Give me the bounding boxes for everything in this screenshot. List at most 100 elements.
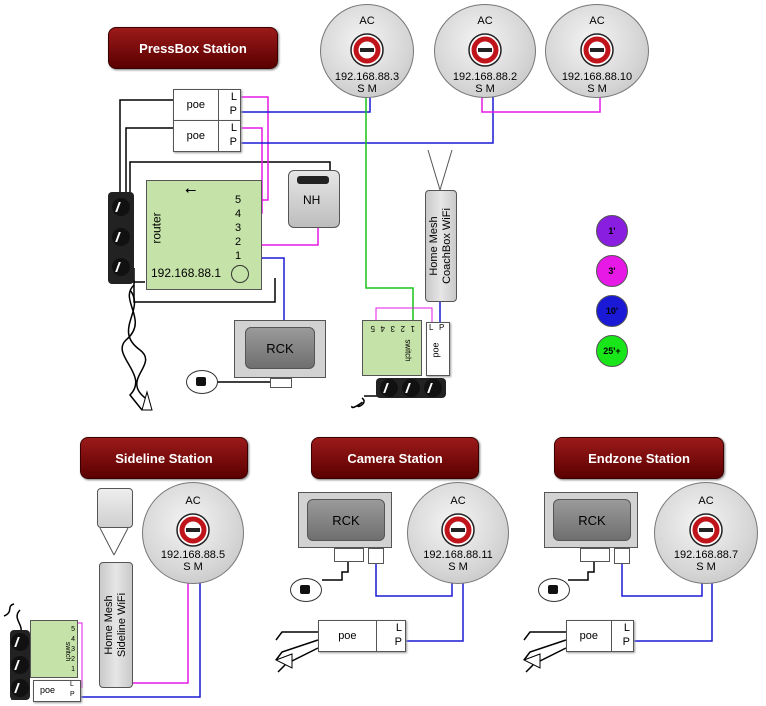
ac-ip: 192.168.88.2	[452, 71, 518, 83]
ac-label: AC	[450, 495, 466, 507]
ac-ip: 192.168.88.7	[673, 549, 739, 561]
camera-station-title: Camera Station	[311, 437, 479, 479]
switch-port: 3	[71, 646, 75, 653]
ac-label: AC	[477, 15, 493, 27]
nh-label: NH	[303, 193, 321, 207]
ac-unit: AC 192.168.88.2 S M	[434, 4, 536, 98]
power-outlet-icon	[112, 198, 130, 216]
rck-label: RCK	[266, 340, 294, 356]
switch-port: 1	[410, 324, 415, 333]
poe-port-l: L	[230, 122, 237, 134]
poe-injector: poe L P	[173, 120, 241, 152]
legend-25ft: 25'+	[596, 335, 628, 367]
power-outlet-icon	[112, 228, 130, 246]
ac-ports: S M	[448, 561, 468, 573]
ac-ports: S M	[357, 83, 377, 95]
ac-unit: AC 192.168.88.7 S M	[654, 482, 758, 584]
logo-icon	[441, 513, 475, 547]
endzone-station-title: Endzone Station	[554, 437, 724, 479]
legend-10ft: 10'	[596, 295, 628, 327]
poe-label: poe	[319, 621, 377, 651]
poe-label: poe	[174, 121, 219, 151]
ac-unit: AC 192.168.88.10 S M	[545, 4, 649, 98]
ac-ip: 192.168.88.5	[160, 549, 226, 561]
switch-port: 3	[390, 324, 395, 333]
power-outlet-icon	[11, 633, 29, 651]
camera-icon	[538, 578, 570, 602]
rck-label: RCK	[578, 512, 606, 528]
switch-port: 2	[71, 656, 75, 663]
network-switch: switch 5 4 3 2 1	[362, 320, 422, 376]
poe-port-l: L	[230, 91, 237, 103]
router-ip: 192.168.88.1	[151, 266, 222, 280]
poe-port-l: L	[70, 681, 74, 688]
switch-port: 5	[71, 626, 75, 633]
poe-injector: poe L P	[33, 680, 81, 702]
ac-label: AC	[185, 495, 201, 507]
router-port: 2	[235, 236, 242, 248]
port-icon	[297, 176, 329, 184]
poe-port-l: L	[623, 622, 630, 634]
logo-icon	[350, 33, 384, 67]
logo-icon	[176, 513, 210, 547]
poe-port-p: P	[229, 136, 237, 148]
power-strip	[108, 192, 134, 284]
ac-unit: AC 192.168.88.3 S M	[320, 4, 414, 98]
poe-port-p: P	[394, 636, 402, 648]
sideline-station-title: Sideline Station	[80, 437, 248, 479]
power-outlet-icon	[424, 379, 442, 397]
rck-device: RCK	[234, 320, 326, 378]
poe-label: poe	[567, 621, 612, 651]
poe-injector: poe L P	[318, 620, 406, 652]
router: ⭠ router 192.168.88.1 5 4 3 2 1	[146, 180, 262, 290]
legend-1ft: 1'	[596, 215, 628, 247]
router-port: 3	[235, 222, 242, 234]
poe-injector: poe L P	[566, 620, 634, 652]
rck-label: RCK	[332, 512, 360, 528]
legend-3ft: 3'	[596, 255, 628, 287]
poe-port-p: P	[229, 105, 237, 117]
poe-label: poe	[430, 342, 441, 358]
logo-icon	[689, 513, 723, 547]
router-port: 1	[235, 250, 242, 262]
camera-icon	[290, 578, 322, 602]
power-outlet-icon	[402, 379, 420, 397]
poe-port-p: P	[439, 323, 445, 332]
ac-ip: 192.168.88.3	[334, 71, 400, 83]
router-label: router	[149, 212, 164, 244]
power-strip	[376, 378, 446, 398]
ac-ip: 192.168.88.11	[423, 549, 493, 561]
switch-port: 2	[400, 324, 405, 333]
ac-label: AC	[698, 495, 714, 507]
switch-port: 4	[380, 324, 385, 333]
switch-label: switch	[403, 339, 413, 362]
ethernet-port-icon	[368, 548, 384, 564]
hdmi-connector-icon	[270, 378, 292, 388]
usb-icon: ⭠	[185, 181, 197, 197]
ac-ports: S M	[696, 561, 716, 573]
poe-port-l: L	[429, 323, 434, 332]
hdmi-connector-icon	[580, 548, 610, 562]
hdmi-connector-icon	[334, 548, 364, 562]
switch-port: 1	[71, 666, 75, 673]
ac-unit: AC 192.168.88.5 S M	[142, 482, 244, 584]
logo-icon	[580, 33, 614, 67]
switch-port: 5	[370, 324, 375, 333]
poe-port-l: L	[395, 622, 402, 634]
ac-ip: 192.168.88.10	[561, 71, 633, 83]
poe-injector: poe L P	[426, 322, 450, 376]
poe-injector: poe L P	[173, 89, 241, 121]
ac-ports: S M	[587, 83, 607, 95]
router-port: 5	[235, 194, 242, 206]
power-outlet-icon	[11, 656, 29, 674]
poe-label: poe	[174, 90, 219, 120]
poe-port-p: P	[622, 636, 630, 648]
switch-port: 4	[71, 636, 75, 643]
poe-label: poe	[40, 685, 56, 695]
power-outlet-icon	[11, 679, 29, 697]
